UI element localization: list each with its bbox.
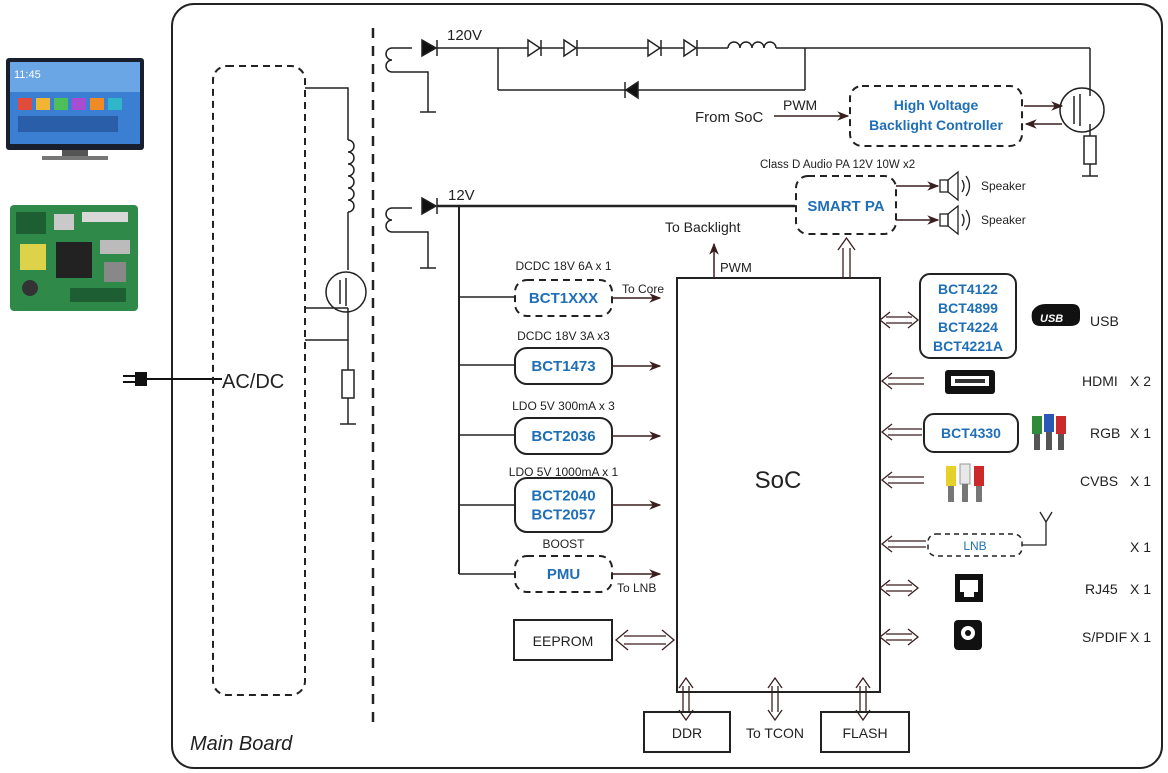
spdif-port-count: X 1	[1130, 629, 1151, 645]
backlight-controller-line2: Backlight Controller	[869, 117, 1003, 133]
rgb-chip-label: BCT4330	[941, 425, 1001, 441]
regulator-part-number: BCT1XXX	[529, 290, 598, 307]
usb-port-label: USB	[1090, 313, 1119, 329]
usb-chip-3: BCT4224	[938, 319, 998, 335]
regulator-caption: DCDC 18V 3A x3	[517, 329, 610, 343]
regulator-part-number: BCT1473	[531, 358, 595, 375]
cvbs-port-label: CVBS	[1080, 473, 1118, 489]
interface-arrows	[880, 312, 926, 645]
speaker2-label: Speaker	[981, 213, 1026, 227]
lnb-label: LNB	[963, 539, 986, 553]
soc-label: SoC	[755, 467, 802, 494]
flash-label: FLASH	[842, 725, 887, 741]
smart-pa-label: SMART PA	[807, 198, 884, 215]
speaker-icon	[940, 172, 970, 234]
tv-clock: 11:45	[14, 69, 41, 81]
regulator-part-number: BCT2057	[531, 507, 595, 524]
regulator-caption: LDO 5V 300mA x 3	[512, 399, 615, 413]
backlight-fet	[1024, 88, 1104, 176]
lnb-port-count: X 1	[1130, 539, 1151, 555]
svg-text:USB: USB	[1040, 313, 1063, 325]
mainboard-thumbnail	[10, 205, 138, 311]
usb-chip-1: BCT4122	[938, 281, 998, 297]
rgb-port-count: X 1	[1130, 425, 1151, 441]
regulator-output-label: To LNB	[617, 581, 656, 595]
regulator-output-label: To Core	[622, 282, 664, 296]
tcon-label: To TCON	[746, 725, 804, 741]
eeprom-label: EEPROM	[533, 633, 594, 649]
usb-chip-4: BCT4221A	[933, 338, 1003, 354]
hdmi-icon	[945, 370, 995, 394]
spdif-icon	[954, 620, 982, 650]
soc-to-pa-arrow	[838, 238, 855, 278]
cvbs-cable-icon	[946, 464, 984, 502]
regulator-caption: BOOST	[542, 537, 585, 551]
eeprom-bus-arrow	[616, 630, 674, 650]
rail-120v	[386, 40, 1090, 112]
rj45-port-label: RJ45	[1085, 581, 1118, 597]
speaker1-label: Speaker	[981, 179, 1026, 193]
usb-logo-icon: USB	[1032, 304, 1080, 326]
hdmi-port-count: X 2	[1130, 373, 1151, 389]
main-board-label: Main Board	[190, 733, 293, 755]
from-soc-label: From SoC	[695, 109, 764, 126]
rail-120v-label: 120V	[447, 27, 482, 44]
antenna-icon	[1022, 512, 1052, 545]
regulator-part-number: PMU	[547, 566, 580, 583]
main-board-frame	[172, 4, 1162, 768]
to-backlight-label: To Backlight	[665, 219, 741, 235]
regulator-caption: DCDC 18V 6A x 1	[515, 259, 611, 273]
usb-chip-2: BCT4899	[938, 300, 998, 316]
tv-thumbnail: 11:45	[6, 58, 144, 160]
regulator-part-number: BCT2036	[531, 428, 595, 445]
rgb-cable-icon	[1032, 414, 1066, 450]
spdif-port-label: S/PDIF	[1082, 629, 1127, 645]
acdc-label: AC/DC	[222, 371, 284, 393]
regulator-caption: LDO 5V 1000mA x 1	[509, 465, 619, 479]
hdmi-port-label: HDMI	[1082, 373, 1118, 389]
cvbs-port-count: X 1	[1130, 473, 1151, 489]
rj45-icon	[955, 574, 983, 602]
acdc-primary-circuit	[305, 88, 366, 424]
regulator-box	[515, 478, 612, 532]
soc-pwm-label: PWM	[720, 260, 752, 275]
backlight-controller-box	[850, 86, 1022, 146]
backlight-controller-line1: High Voltage	[894, 97, 979, 113]
rj45-port-count: X 1	[1130, 581, 1151, 597]
ddr-label: DDR	[672, 725, 702, 741]
pwm-in-label: PWM	[783, 97, 817, 113]
rail-12v-label: 12V	[448, 187, 475, 204]
regulator-part-number: BCT2040	[531, 488, 595, 505]
class-d-caption: Class D Audio PA 12V 10W x2	[760, 159, 915, 171]
rgb-port-label: RGB	[1090, 425, 1120, 441]
